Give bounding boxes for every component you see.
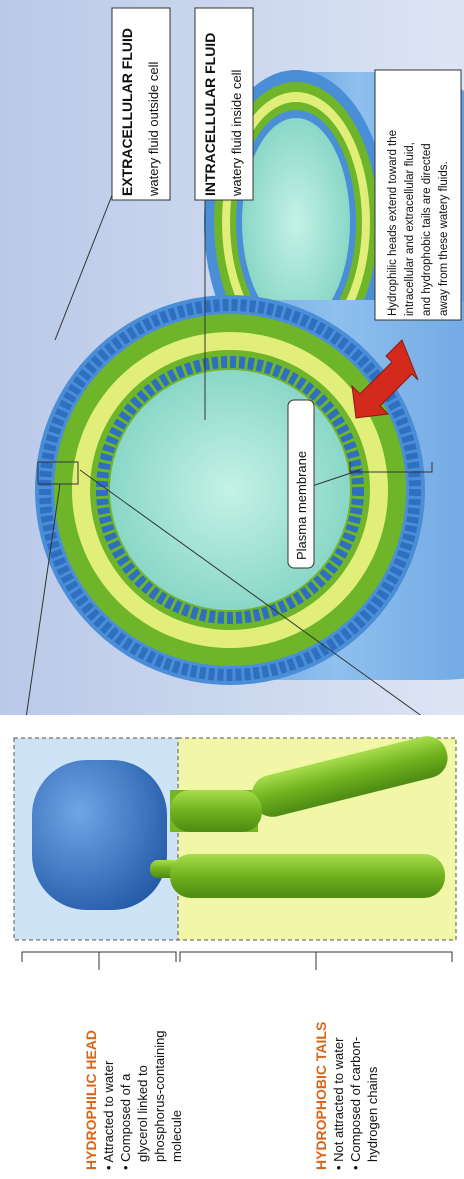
- extracellular-desc: watery fluid outside cell: [146, 61, 161, 197]
- callout-line-1: Hydrophilic heads extend toward the: [387, 130, 399, 316]
- tails-title: HYDROPHOBIC TAILS: [313, 1022, 329, 1170]
- head-point-1: • Attracted to water: [101, 1060, 116, 1170]
- intracellular-title: INTRACELLULAR FLUID: [202, 33, 218, 196]
- head-title: HYDROPHILIC HEAD: [83, 1030, 99, 1170]
- head-point-5: molecule: [169, 1110, 184, 1162]
- extracellular-title: EXTRACELLULAR FLUID: [119, 28, 135, 196]
- plasma-membrane-text: Plasma membrane: [294, 451, 309, 560]
- hydrophobic-tail-lower: [170, 854, 445, 898]
- intracellular-desc: watery fluid inside cell: [229, 69, 244, 197]
- callout-line-4: away from these watery fluids.: [438, 161, 450, 316]
- tails-point-2: • Composed of carbon-: [348, 1037, 363, 1170]
- extracellular-label-box: EXTRACELLULAR FLUID watery fluid outside…: [112, 8, 170, 200]
- head-point-4: phosphorus-containing: [152, 1030, 167, 1162]
- head-point-2: • Composed of a: [118, 1073, 133, 1170]
- head-point-3: glycerol linked to: [135, 1065, 150, 1162]
- callout-line-3: and hydrophobic tails are directed: [421, 143, 433, 316]
- tails-point-3: hydrogen chains: [365, 1066, 380, 1162]
- tails-point-1: • Not attracted to water: [331, 1037, 346, 1170]
- callout-line-2: intracellular and extracellular fluid,: [404, 142, 416, 316]
- plasma-membrane-label: Plasma membrane: [288, 400, 314, 568]
- callout-box: Hydrophilic heads extend toward the intr…: [375, 70, 461, 320]
- intracellular-label-box: INTRACELLULAR FLUID watery fluid inside …: [195, 8, 253, 200]
- hydrophilic-head-shape: [32, 760, 167, 910]
